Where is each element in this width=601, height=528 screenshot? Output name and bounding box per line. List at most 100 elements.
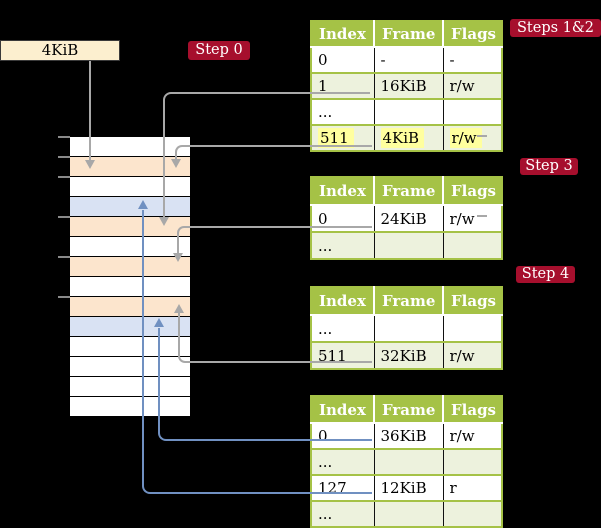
column-header-index: Index — [311, 396, 375, 424]
arrowhead-down-icon — [159, 217, 169, 226]
memory-frame-row-white — [70, 397, 190, 417]
arrowhead-down-icon — [173, 253, 183, 262]
column-header-index: Index — [311, 177, 375, 206]
badge-steps-1-2: Steps 1&2 — [510, 19, 601, 37]
table-cell — [442, 315, 502, 342]
table-cell: 4KiB — [373, 124, 443, 151]
table-cell: ... — [311, 448, 374, 475]
table-cell: 12KiB — [373, 474, 443, 501]
column-header-index: Index — [311, 287, 375, 316]
badge-step-4: Step 4 — [516, 266, 575, 283]
memory-address-tick — [58, 296, 70, 298]
table-cell: r — [442, 474, 502, 501]
memory-address-tick — [58, 256, 70, 258]
table-row: ... — [311, 500, 502, 527]
table-cell — [373, 448, 443, 475]
table-cell: r/w — [442, 72, 502, 99]
page-size-box: 4KiB — [0, 40, 120, 61]
table-row: 0-- — [311, 47, 502, 73]
highlighted-value: r/w — [449, 128, 482, 148]
column-header-frame: Frame — [374, 177, 444, 206]
table-cell: 32KiB — [373, 341, 443, 369]
column-header-flags: Flags — [443, 177, 502, 206]
table-cell: 511 — [311, 341, 374, 369]
table-row: ... — [311, 448, 502, 475]
memory-address-tick — [58, 216, 70, 218]
table-cell — [442, 500, 502, 527]
connector-l2-entry0-to-frame-24kib — [177, 226, 372, 253]
table-cell — [373, 500, 443, 527]
memory-address-tick — [58, 136, 70, 138]
connector-l3-entry1-to-frame-16kib — [163, 92, 370, 217]
column-header-flags: Flags — [443, 396, 502, 424]
connector-stub-table2 — [477, 215, 487, 217]
table-cell: 36KiB — [373, 423, 443, 449]
arrow-4kib-box-to-frame-4kib — [89, 61, 91, 161]
connector-l3-entry511-to-frame-4kib — [175, 145, 372, 159]
memory-address-tick — [58, 156, 70, 158]
column-header-frame: Frame — [374, 287, 444, 316]
connector-l0-entry127-to-frame-12kib — [142, 210, 372, 494]
table-cell: ... — [311, 98, 374, 125]
table-cell — [442, 448, 502, 475]
table-cell: r/w — [442, 205, 502, 232]
highlighted-value: 4KiB — [380, 128, 425, 148]
table-cell: - — [442, 47, 502, 73]
memory-frame-row-white — [70, 357, 190, 377]
table-cell — [373, 98, 443, 125]
table-cell: ... — [311, 500, 374, 527]
memory-frame-row-white — [70, 137, 190, 157]
table-cell: 16KiB — [373, 72, 443, 99]
table-cell: ... — [311, 231, 374, 259]
table-cell — [373, 231, 443, 259]
badge-step-0: Step 0 — [188, 41, 250, 60]
table-row: ... — [311, 231, 502, 259]
highlighted-value: 511 — [318, 128, 354, 148]
arrowhead-up-icon — [154, 318, 164, 327]
column-header-frame: Frame — [374, 21, 444, 48]
arrowhead-down-icon — [171, 159, 181, 168]
table-cell: 24KiB — [373, 205, 443, 232]
arrowhead-up-icon — [174, 304, 184, 313]
table-cell — [442, 98, 502, 125]
memory-frame-row-white — [70, 177, 190, 197]
connector-l1-entry511-to-frame-32kib — [178, 313, 372, 363]
arrowhead-up-icon — [138, 200, 148, 209]
memory-frame-row-white — [70, 237, 190, 257]
table-cell: r/w — [442, 124, 502, 151]
table-cell: ... — [311, 315, 374, 342]
column-header-flags: Flags — [443, 21, 502, 48]
memory-frame-row-blue — [70, 197, 190, 217]
page-size-label: 4KiB — [41, 41, 79, 59]
memory-frame-row-peach — [70, 157, 190, 177]
memory-frame-row-white — [70, 277, 190, 297]
column-header-flags: Flags — [443, 287, 502, 316]
arrowhead-down-icon — [85, 160, 95, 169]
physical-memory — [70, 136, 190, 417]
table-row: ... — [311, 315, 502, 342]
table-cell: r/w — [442, 423, 502, 449]
column-header-index: Index — [311, 21, 375, 48]
memory-frame-row-white — [70, 377, 190, 397]
table-cell — [373, 315, 443, 342]
table-cell: r/w — [442, 341, 502, 369]
memory-address-tick — [58, 176, 70, 178]
table-cell — [442, 231, 502, 259]
table-cell: 0 — [311, 423, 374, 449]
memory-frame-row-white — [70, 337, 190, 357]
table-cell: - — [373, 47, 443, 73]
table-row: ... — [311, 98, 502, 125]
